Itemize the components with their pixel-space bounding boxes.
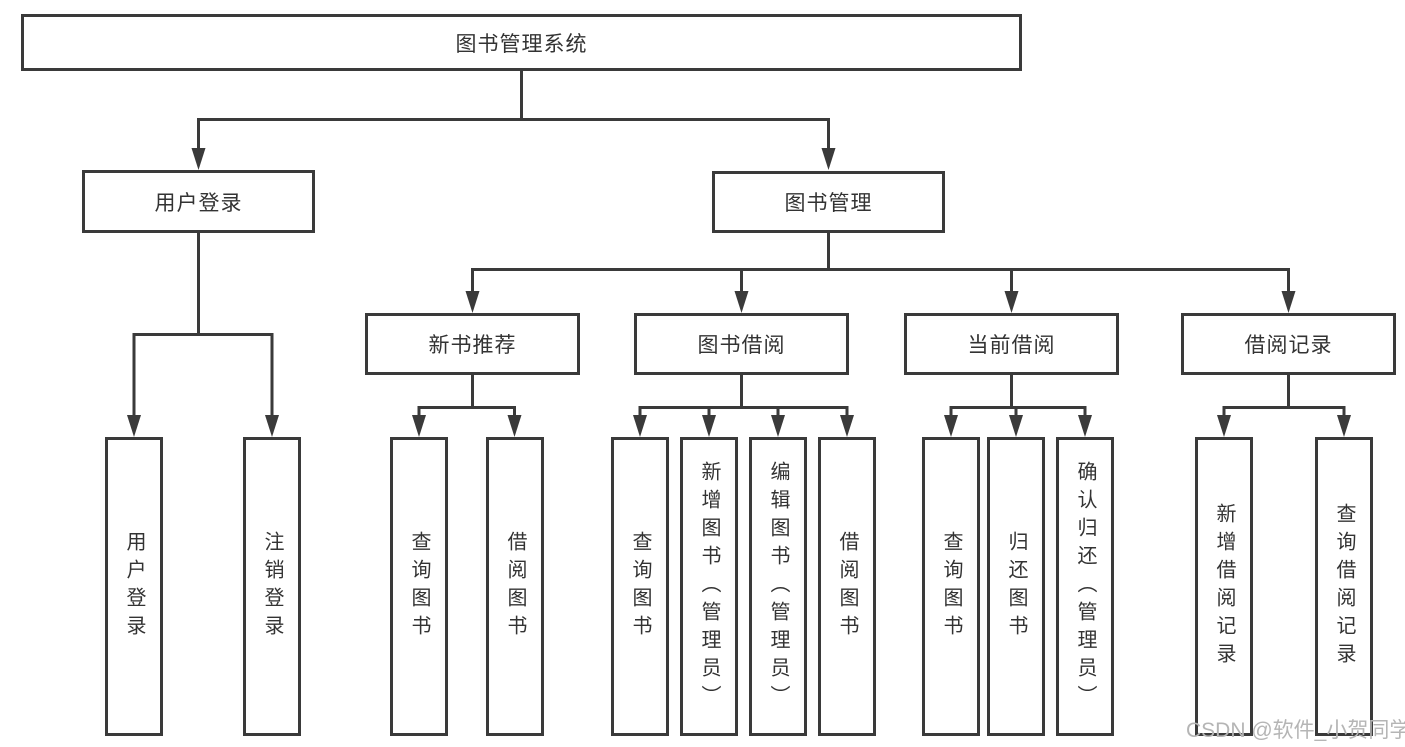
leaf-user-login: 用户登录: [105, 437, 163, 736]
node-label: 借阅记录: [1244, 334, 1333, 357]
connector-userlogin-to-leaves: [132, 233, 274, 416]
connector-bookborrow-to-leaves: [638, 375, 849, 416]
node-label: 借阅图书: [836, 530, 858, 643]
arrow-down-icon: [507, 415, 522, 437]
connector-currentborrow-to-leaves: [949, 375, 1087, 416]
node-label: 查询借阅记录: [1333, 502, 1355, 671]
node-label: 图书借阅: [697, 334, 786, 357]
node-label: 查询图书: [940, 530, 962, 643]
arrow-down-icon: [265, 415, 279, 437]
leaf-logout-login: 注销登录: [243, 437, 301, 736]
watermark: CSDN @软件_小贺同学: [1186, 719, 1405, 742]
leaf-add-borrow-record: 新增借阅记录: [1195, 437, 1253, 736]
connector-bookmgmt-to-level3: [471, 233, 1290, 292]
node-label: 查询图书: [408, 530, 430, 643]
arrow-down-icon: [944, 415, 958, 437]
leaf-query-books-recommend: 查询图书: [390, 437, 448, 736]
node-label: 注销登录: [261, 530, 283, 643]
leaf-query-borrow-record: 查询借阅记录: [1315, 437, 1373, 736]
leaf-borrow-books-recommend: 借阅图书: [486, 437, 544, 736]
node-book-borrowing: 图书借阅: [634, 313, 849, 375]
leaf-query-books-current: 查询图书: [922, 437, 980, 736]
arrow-down-icon: [465, 291, 480, 313]
node-label: 用户登录: [123, 530, 145, 643]
arrow-down-icon: [1004, 291, 1019, 313]
arrow-down-icon: [734, 291, 749, 313]
leaf-borrow-books-borrowing: 借阅图书: [818, 437, 876, 736]
leaf-edit-books-admin: 编辑图书（管理员）: [749, 437, 807, 736]
node-label: 新增图书（管理员）: [698, 460, 720, 713]
node-label: 图书管理系统: [455, 32, 588, 56]
arrow-down-icon: [771, 415, 785, 437]
node-label: 新书推荐: [428, 334, 517, 357]
leaf-query-books-borrowing: 查询图书: [611, 437, 669, 736]
arrow-down-icon: [633, 415, 647, 437]
node-borrowing-records: 借阅记录: [1181, 313, 1396, 375]
arrow-down-icon: [191, 148, 206, 170]
node-user-login: 用户登录: [82, 170, 315, 233]
connector-newbook-to-leaves: [417, 375, 516, 416]
leaf-confirm-return-admin: 确认归还（管理员）: [1056, 437, 1114, 736]
arrow-down-icon: [1217, 415, 1231, 437]
connector-borrowrecord-to-leaves: [1222, 375, 1346, 416]
node-label: 借阅图书: [504, 530, 526, 643]
arrow-down-icon: [821, 148, 836, 170]
node-label: 新增借阅记录: [1213, 502, 1235, 671]
arrow-down-icon: [840, 415, 854, 437]
arrow-down-icon: [1281, 291, 1296, 313]
node-label: 当前借阅: [967, 334, 1056, 357]
node-library-management-system: 图书管理系统: [21, 14, 1022, 71]
node-new-book-recommendation: 新书推荐: [365, 313, 580, 375]
node-book-management: 图书管理: [712, 171, 945, 233]
node-label: 编辑图书（管理员）: [767, 460, 789, 713]
node-label: 查询图书: [629, 530, 651, 643]
node-label: 确认归还（管理员）: [1074, 460, 1096, 713]
node-label: 图书管理: [784, 192, 873, 215]
leaf-add-books-admin: 新增图书（管理员）: [680, 437, 738, 736]
arrow-down-icon: [1009, 415, 1023, 437]
arrow-down-icon: [1337, 415, 1351, 437]
node-current-borrowing: 当前借阅: [904, 313, 1119, 375]
arrow-down-icon: [127, 415, 141, 437]
connector-root-to-level2: [197, 70, 830, 150]
node-label: 归还图书: [1005, 530, 1027, 643]
arrow-down-icon: [702, 415, 716, 437]
arrow-down-icon: [1078, 415, 1092, 437]
node-label: 用户登录: [154, 191, 243, 215]
leaf-return-books: 归还图书: [987, 437, 1045, 736]
arrow-down-icon: [412, 415, 426, 437]
